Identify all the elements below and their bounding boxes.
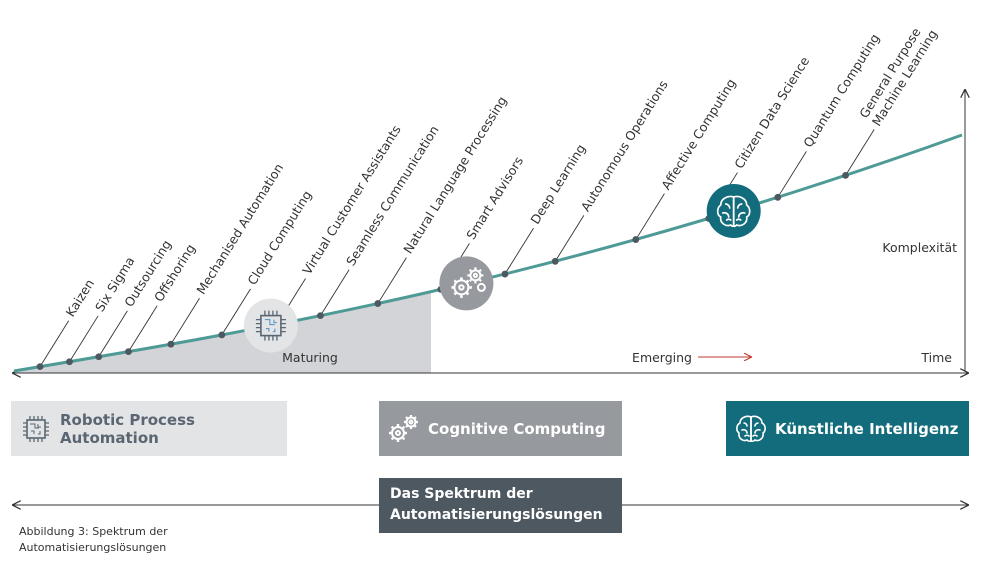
milestone-leader <box>377 257 407 304</box>
cognitive-label: Cognitive Computing <box>428 419 606 438</box>
milestone-dot <box>66 358 73 366</box>
caption-line2: Automatisierungslösungen <box>19 541 167 554</box>
milestone-dot <box>501 270 509 278</box>
milestone-dot <box>36 363 44 371</box>
milestone-leader <box>170 298 200 345</box>
brain-icon <box>706 184 761 238</box>
milestone-leader <box>69 315 99 362</box>
milestone-label: Affective Computing <box>658 76 738 192</box>
milestone-dot <box>218 331 226 339</box>
milestone-label: Natural Language Processing <box>400 93 509 256</box>
milestone-leader <box>635 193 665 240</box>
milestone-dot <box>774 193 782 201</box>
rpa-box: Robotic Process Automation <box>11 401 287 456</box>
chip-icon <box>243 298 298 353</box>
milestone-label-line: Mechanised Automation <box>193 161 286 297</box>
milestone-dot <box>125 348 132 356</box>
figure-caption: Abbildung 3: Spektrum der Automatisierun… <box>19 524 259 556</box>
milestone-leader <box>221 288 251 336</box>
milestone-label: Mechanised Automation <box>193 161 286 297</box>
maturing-label: Maturing <box>282 350 338 365</box>
milestone-label: Kaizen <box>63 276 98 319</box>
milestone-leader <box>504 227 534 275</box>
milestone-label: Autonomous Operations <box>578 78 671 214</box>
milestone-label-line: Natural Language Processing <box>400 93 509 256</box>
milestone-label-line: Autonomous Operations <box>578 78 671 214</box>
milestone-leader <box>128 305 158 352</box>
spectrum-line2: Automatisierungslösungen <box>390 507 603 523</box>
milestone-label: Deep Learning <box>527 141 588 226</box>
milestone-label-line: Deep Learning <box>527 141 588 226</box>
curve-icons <box>243 184 761 353</box>
time-label: Time <box>920 350 952 365</box>
milestone-leader <box>845 129 875 176</box>
milestone-label-line: Affective Computing <box>658 76 738 192</box>
milestone-leader <box>777 151 807 198</box>
milestone-dot <box>551 257 559 265</box>
milestone-label-line: Smart Advisors <box>463 154 526 242</box>
milestone-leader <box>320 269 350 316</box>
milestone-label-line: Citizen Data Science <box>731 54 812 172</box>
chip-icon <box>23 415 49 442</box>
milestone-leader <box>39 320 70 367</box>
milestone-dot <box>842 171 849 179</box>
milestone-dot <box>95 353 103 361</box>
cognitive-box: Cognitive Computing <box>379 401 622 456</box>
gears-icon <box>439 256 494 311</box>
ki-box: Künstliche Intelligenz <box>726 401 969 456</box>
rpa-label: Robotic Process Automation <box>60 410 195 447</box>
gears-icon <box>389 414 418 442</box>
milestone-leader <box>98 310 128 358</box>
maturing-area <box>14 291 431 373</box>
ki-label: Künstliche Intelligenz <box>775 419 959 438</box>
chip-icon-bg <box>243 298 298 353</box>
milestone-label: Citizen Data Science <box>731 54 812 172</box>
spectrum-box: Das Spektrum der Automatisierungslösunge… <box>379 478 622 533</box>
complexity-label: Komplexität <box>882 240 957 255</box>
caption-line1: Abbildung 3: Spektrum der <box>19 525 168 538</box>
milestone-label: Smart Advisors <box>463 154 526 242</box>
milestone-leader <box>554 215 585 262</box>
spectrum-line1: Das Spektrum der <box>390 486 533 502</box>
milestone-label-line: Kaizen <box>63 276 98 319</box>
milestone-dot <box>317 312 324 320</box>
emerging-label: Emerging <box>632 350 692 365</box>
milestone-dot <box>374 300 382 307</box>
brain-icon <box>736 415 766 442</box>
milestone-dot <box>167 340 175 348</box>
milestone-dot <box>632 236 640 243</box>
